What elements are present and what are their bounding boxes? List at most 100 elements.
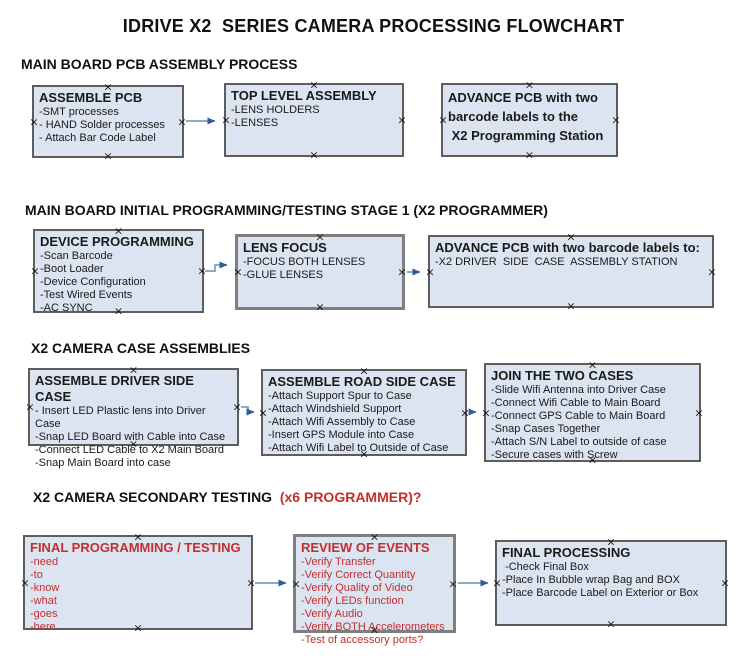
connection-point-icon <box>20 577 29 588</box>
connection-point-icon <box>611 115 620 126</box>
connection-point-icon <box>588 455 597 466</box>
step-item: -know <box>30 582 60 594</box>
connection-point-icon <box>103 151 112 162</box>
connection-point-icon <box>129 365 138 376</box>
connection-point-icon <box>588 360 597 371</box>
step-item: -what <box>30 595 57 607</box>
connection-point-icon <box>566 232 575 243</box>
box-final-programming-testing: FINAL PROGRAMMING / TESTING -need -to -k… <box>20 532 253 633</box>
section-header-initial-programming: MAIN BOARD INITIAL PROGRAMMING/TESTING S… <box>25 202 548 218</box>
flowchart-title: IDRIVE X2 SERIES CAMERA PROCESSING FLOWC… <box>122 16 625 36</box>
step-item: -Connect GPS Cable to Main Board <box>491 410 666 422</box>
connection-point-icon <box>397 115 406 126</box>
step-item: -Verify Quality of Video <box>301 582 413 594</box>
connection-point-icon <box>221 115 230 126</box>
connection-point-icon <box>694 407 703 418</box>
step-item: -Connect LED Cable to X2 Main Board <box>35 444 224 456</box>
box-device-programming: DEVICE PROGRAMMING -Scan Barcode -Boot L… <box>30 226 204 314</box>
connection-point-icon <box>291 578 300 589</box>
box-title: ASSEMBLE PCB <box>39 90 143 105</box>
box-title: ASSEMBLE ROAD SIDE CASE <box>268 374 456 389</box>
box-lens-focus: LENS FOCUS -FOCUS BOTH LENSES -GLUE LENS… <box>235 234 405 310</box>
connection-point-icon <box>103 82 112 93</box>
step-item: -Place Barcode Label on Exterior or Box <box>502 587 699 599</box>
connection-point-icon <box>309 80 318 91</box>
step-item: -LENS HOLDERS <box>231 104 320 116</box>
connection-point-icon <box>114 226 123 237</box>
step-item: -Place In Bubble wrap Bag and BOX <box>502 574 680 586</box>
connection-point-icon <box>25 402 34 413</box>
step-item: -Connect Wifi Cable to Main Board <box>491 397 661 409</box>
connection-point-icon <box>370 532 379 543</box>
connection-point-icon <box>370 625 379 636</box>
step-item: -Slide Wifi Antenna into Driver Case <box>491 384 666 396</box>
connection-point-icon <box>29 116 38 127</box>
connection-point-icon <box>258 407 267 418</box>
step-item: -Boot Loader <box>40 263 104 275</box>
step-item: -Verify Correct Quantity <box>301 569 416 581</box>
connector-arrow-4 <box>241 406 255 416</box>
step-item: -Verify BOTH Accelerometers <box>301 621 445 633</box>
step-item: -to <box>30 569 43 581</box>
section-header-pcb-assembly: MAIN BOARD PCB ASSEMBLY PROCESS <box>21 56 298 72</box>
connection-point-icon <box>606 619 615 630</box>
connection-point-icon <box>566 301 575 312</box>
step-item: - HAND Solder processes <box>39 119 165 131</box>
step-item: -Verify Transfer <box>301 556 376 568</box>
step-item: -here <box>30 621 56 633</box>
step-item: -GLUE LENSES <box>243 269 324 281</box>
connection-point-icon <box>481 407 490 418</box>
connection-point-icon <box>397 267 406 278</box>
box-title: DEVICE PROGRAMMING <box>40 234 194 249</box>
step-item: -Test of accessory ports? <box>301 634 424 646</box>
section-header-secondary-testing-red: (x6 PROGRAMMER)? <box>272 489 422 505</box>
connection-point-icon <box>133 532 142 543</box>
connection-point-icon <box>315 232 324 243</box>
step-item: -Device Configuration <box>40 276 146 288</box>
box-title: ADVANCE PCB with two barcode labels to: <box>435 240 700 255</box>
box-title: FINAL PROGRAMMING / TESTING <box>30 540 241 555</box>
connection-point-icon <box>177 116 186 127</box>
box-advance-pcb-driver-side-station: ADVANCE PCB with two barcode labels to: … <box>428 235 714 308</box>
connection-point-icon <box>359 449 368 460</box>
connection-point-icon <box>492 578 501 589</box>
box-assemble-driver-side-case: ASSEMBLE DRIVER SIDE CASE - Insert LED P… <box>25 365 239 469</box>
step-item: -Insert GPS Module into Case <box>268 429 415 441</box>
step-item: -Attach Windshield Support <box>268 403 402 415</box>
connection-point-icon <box>525 150 534 161</box>
step-item: -goes <box>30 608 58 620</box>
box-title: LENS FOCUS <box>243 240 327 255</box>
step-item: -X2 DRIVER SIDE CASE ASSEMBLY STATION <box>435 256 678 268</box>
step-item: -LENSES <box>231 117 279 129</box>
step-item: - Attach Bar Code Label <box>39 132 156 144</box>
connection-point-icon <box>233 267 242 278</box>
box-assemble-pcb: ASSEMBLE PCB -SMT processes - HAND Solde… <box>32 85 184 158</box>
step-item: -Check Final Box <box>502 561 589 573</box>
connection-point-icon <box>438 115 447 126</box>
connection-point-icon <box>30 266 39 277</box>
step-item: -Test Wired Events <box>40 289 133 301</box>
connection-point-icon <box>460 407 469 418</box>
step-item: -Snap Main Board into case <box>35 457 171 469</box>
connection-point-icon <box>525 80 534 91</box>
connection-point-icon <box>720 578 729 589</box>
box-review-of-events: REVIEW OF EVENTS -Verify Transfer -Verif… <box>291 532 456 646</box>
section-header-secondary-testing-black: X2 CAMERA SECONDARY TESTING <box>33 489 273 505</box>
step-item: -need <box>30 556 59 568</box>
section-header-case-assemblies: X2 CAMERA CASE ASSEMBLIES <box>31 340 251 356</box>
connection-point-icon <box>309 150 318 161</box>
connection-point-icon <box>129 439 138 450</box>
step-item: -Verify Audio <box>301 608 363 620</box>
connection-point-icon <box>425 266 434 277</box>
step-item: -Attach Wifi Assembly to Case <box>268 416 416 428</box>
step-item: -Scan Barcode <box>40 250 113 262</box>
step-item: -AC SYNC <box>40 302 93 314</box>
box-title: REVIEW OF EVENTS <box>301 540 430 555</box>
box-top-level-assembly: TOP LEVEL ASSEMBLY -LENS HOLDERS -LENSES <box>224 83 404 157</box>
box-title: FINAL PROCESSING <box>502 545 631 560</box>
box-title: ADVANCE PCB with two <box>448 90 598 105</box>
step-item: X2 Programming Station <box>448 128 604 143</box>
step-item: -Attach S/N Label to outside of case <box>491 436 667 448</box>
box-title: TOP LEVEL ASSEMBLY <box>231 88 377 103</box>
